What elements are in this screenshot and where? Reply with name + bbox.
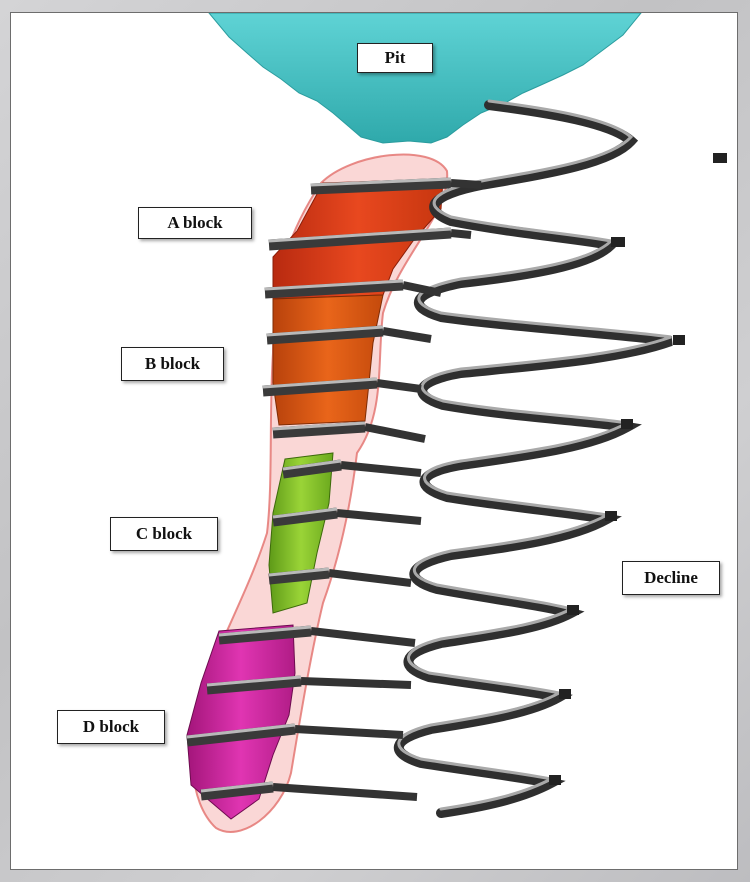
pit-label: Pit (357, 43, 433, 73)
a-block-label: A block (138, 207, 252, 239)
c-block-label: C block (110, 517, 218, 551)
d-block-label: D block (57, 710, 165, 744)
b-block-stope (273, 295, 383, 425)
decline-label: Decline (622, 561, 720, 595)
drive-endcaps (549, 153, 727, 785)
b-block-label: B block (121, 347, 224, 381)
figure-panel: Pit A block B block C block D block Decl… (10, 12, 738, 870)
